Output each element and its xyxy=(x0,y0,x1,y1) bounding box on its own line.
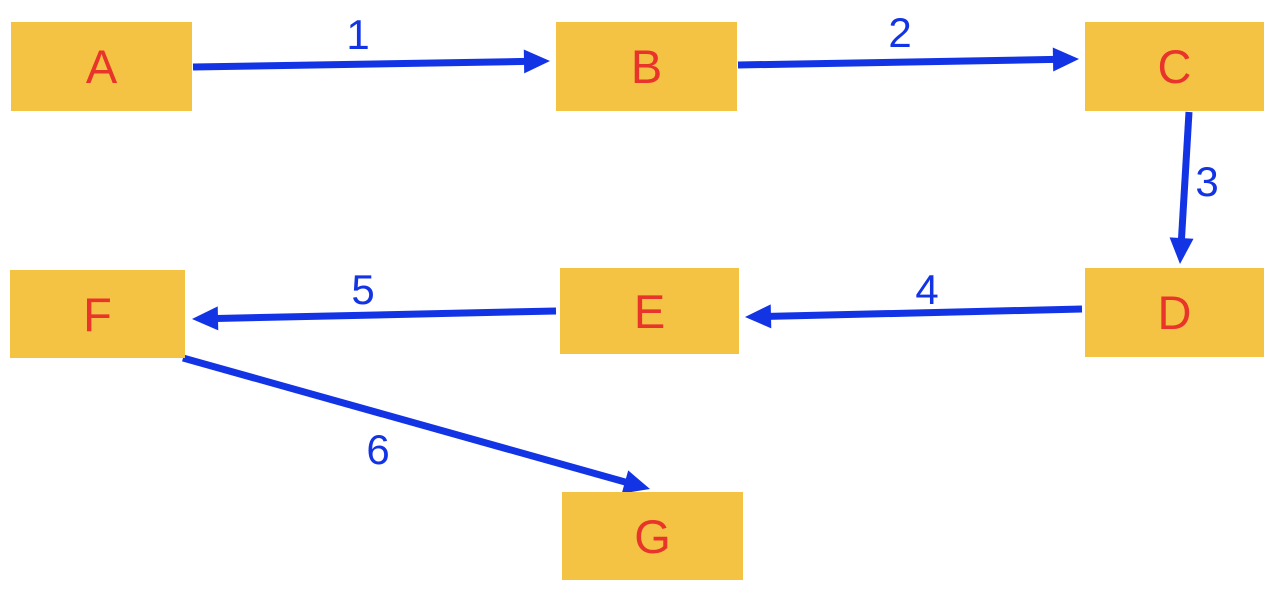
edge-e1-arrow xyxy=(192,49,550,74)
node-e-label: E xyxy=(633,284,666,338)
edge-label-2: 2 xyxy=(888,9,912,56)
edge-e3-arrow xyxy=(1169,111,1194,264)
node-c-label: C xyxy=(1157,40,1192,93)
node-f[interactable]: F xyxy=(10,270,185,358)
node-c[interactable]: C xyxy=(1085,22,1264,111)
edge-e6-arrow xyxy=(182,354,650,494)
node-d[interactable]: D xyxy=(1085,268,1264,357)
edge-label-3: 3 xyxy=(1195,158,1219,205)
node-b-label: B xyxy=(630,40,663,93)
node-g-label: G xyxy=(634,509,671,563)
node-f-label: F xyxy=(83,287,112,341)
node-g[interactable]: G xyxy=(562,492,743,580)
edge-label-1: 1 xyxy=(346,11,370,58)
edge-label-6: 6 xyxy=(366,426,390,473)
edge-label-5: 5 xyxy=(351,266,375,313)
node-a-label: A xyxy=(85,40,118,93)
node-d-label: D xyxy=(1157,286,1192,339)
node-a[interactable]: A xyxy=(11,22,192,111)
node-e[interactable]: E xyxy=(560,268,739,354)
edge-e4-arrow xyxy=(745,304,1083,329)
edge-label-4: 4 xyxy=(915,266,939,313)
node-b[interactable]: B xyxy=(556,22,737,111)
